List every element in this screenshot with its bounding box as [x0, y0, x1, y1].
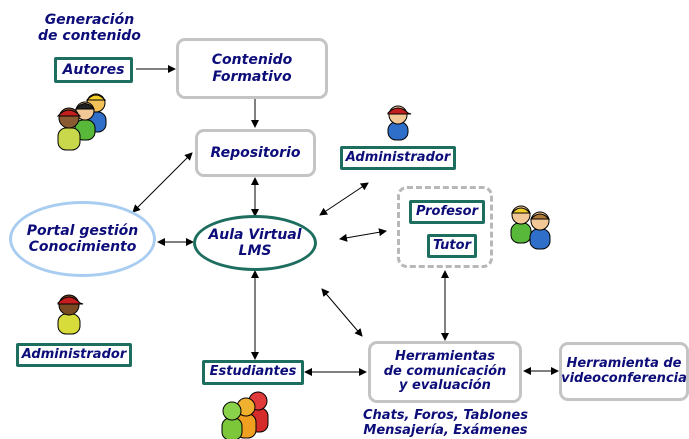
- students-group-icon: [221, 391, 269, 439]
- estudiantes-label: Estudiantes: [209, 364, 297, 380]
- admin-left-box: Administrador: [16, 343, 132, 367]
- arrow-portal-repositorio: [132, 152, 193, 213]
- repositorio-box: Repositorio: [195, 129, 316, 177]
- arrow-lms-profesor: [339, 228, 387, 242]
- herramientas-box: Herramientas de comunicación y evaluació…: [368, 341, 522, 403]
- videoconferencia-box: Herramienta de videoconferencia: [559, 342, 689, 401]
- profesor-label: Profesor: [415, 203, 479, 219]
- admin-person-icon: [57, 294, 84, 335]
- lms-label-1: Aula Virtual: [208, 226, 302, 243]
- video-label-1: Herramienta de: [566, 355, 682, 371]
- herr-label-1: Herramientas: [394, 348, 496, 364]
- generacion-contenido-label: Generación de contenido: [38, 12, 141, 45]
- repositorio-label: Repositorio: [210, 144, 301, 161]
- arrow-lms-admin: [319, 182, 369, 216]
- teacher-tutor-icon: [510, 205, 551, 250]
- portal-gestion-ellipse: Portal gestión Conocimiento: [9, 201, 156, 277]
- estudiantes-box: Estudiantes: [202, 360, 304, 385]
- contenido-label-1: Contenido: [211, 52, 293, 69]
- autores-label: Autores: [62, 61, 125, 78]
- portal-label-2: Conocimiento: [28, 239, 137, 255]
- authors-group-icon: [56, 93, 107, 151]
- tutor-box: Tutor: [427, 234, 477, 258]
- herramientas-list-label: Chats, Foros, Tablones Mensajería, Exáme…: [363, 408, 528, 438]
- herr-label-2: de comunicación: [383, 363, 507, 379]
- contenido-formativo-box: Contenido Formativo: [176, 38, 328, 99]
- lms-label-2: LMS: [238, 243, 272, 259]
- admin-left-label: Administrador: [21, 346, 127, 362]
- video-label-2: videoconferencia: [561, 370, 687, 386]
- portal-label-1: Portal gestión: [26, 222, 139, 239]
- tutor-label: Tutor: [432, 237, 471, 253]
- admin-top-label: Administrador: [345, 149, 451, 165]
- profesor-box: Profesor: [409, 200, 485, 224]
- profesor-tutor-group: [397, 186, 493, 268]
- autores-box: Autores: [54, 57, 133, 83]
- aula-virtual-ellipse: Aula Virtual LMS: [193, 215, 317, 271]
- admin-person-icon: [387, 105, 412, 141]
- contenido-label-2: Formativo: [212, 68, 292, 85]
- herr-label-3: y evaluación: [399, 378, 491, 394]
- admin-top-box: Administrador: [340, 146, 456, 170]
- arrow-lms-herramientas: [321, 288, 363, 337]
